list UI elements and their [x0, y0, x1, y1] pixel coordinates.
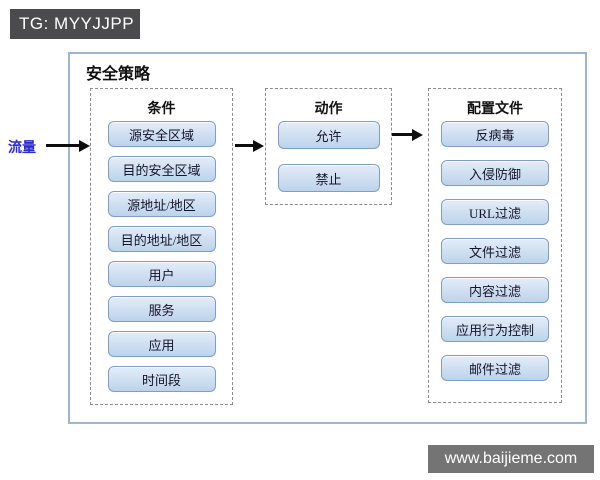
column-action-header: 动作 [314, 102, 343, 117]
condition-node: 源地址/地区 [107, 191, 216, 217]
action-node: 允许 [277, 121, 380, 149]
tg-badge: TG: MYYJJPP [10, 9, 140, 39]
profile-node: URL过滤 [441, 199, 549, 225]
profile-node: 邮件过滤 [441, 355, 549, 381]
profile-node: 内容过滤 [441, 277, 549, 303]
column-profiles-items: 反病毒入侵防御 URL过滤文件过滤内容过滤应用行为控制邮件过滤 [441, 121, 549, 381]
column-conditions-items: 源安全区域目的安全区域源地址/地区目的地址/地区用户服务应用时间段 [107, 121, 216, 392]
action-node: 禁止 [277, 164, 380, 192]
diagram-title: 安全策略 [86, 66, 151, 83]
profile-node: 文件过滤 [441, 238, 549, 264]
condition-node: 服务 [107, 296, 216, 322]
profile-node: 应用行为控制 [441, 316, 549, 342]
column-profiles: 配置文件 反病毒入侵防御 URL过滤文件过滤内容过滤应用行为控制邮件过滤 [428, 88, 562, 403]
column-conditions: 条件 源安全区域目的安全区域源地址/地区目的地址/地区用户服务应用时间段 [90, 88, 233, 405]
column-conditions-header: 条件 [147, 102, 176, 117]
arrow-conditions-to-action [235, 144, 253, 147]
condition-node: 目的地址/地区 [107, 226, 216, 252]
condition-node: 目的安全区域 [107, 156, 216, 182]
condition-node: 用户 [107, 261, 216, 287]
arrow-traffic-to-conditions [46, 144, 79, 147]
column-action-items: 允许禁止 [277, 121, 380, 192]
column-action: 动作 允许禁止 [265, 88, 392, 205]
arrow-allow-to-profiles [381, 133, 412, 136]
condition-node: 源安全区域 [107, 121, 216, 147]
watermark: www.baijieme.com [428, 445, 594, 473]
condition-node: 时间段 [107, 366, 216, 392]
condition-node: 应用 [107, 331, 216, 357]
column-profiles-header: 配置文件 [467, 102, 523, 117]
traffic-label: 流量 [8, 141, 36, 156]
profile-node: 反病毒 [441, 121, 549, 147]
profile-node: 入侵防御 [441, 160, 549, 186]
